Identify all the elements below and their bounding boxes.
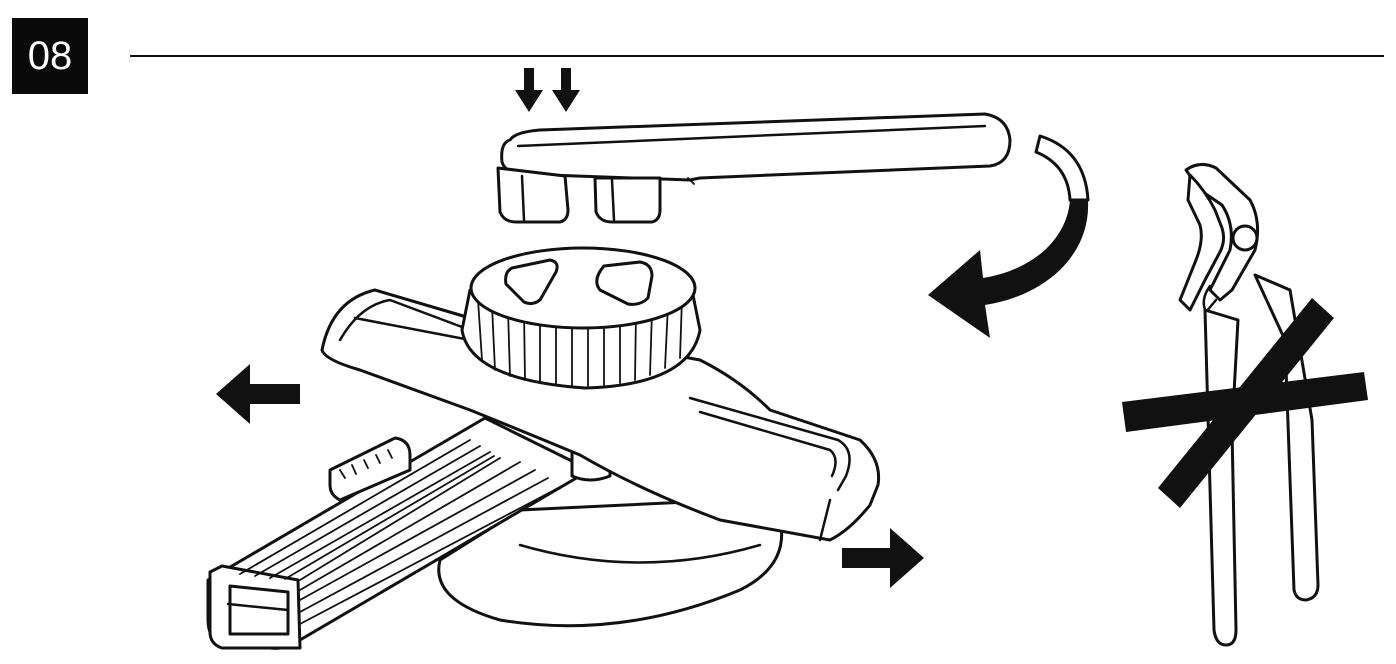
left-arrow-icon	[216, 364, 300, 424]
clamp-assembly	[206, 246, 881, 650]
step-number-badge: 08	[12, 18, 88, 94]
header-divider	[130, 55, 1384, 57]
cross-out-icon	[1122, 298, 1368, 508]
lever-handle	[496, 112, 1012, 224]
rotate-counterclockwise-arrow-icon	[928, 134, 1090, 338]
double-down-arrow-icon	[515, 68, 580, 112]
right-arrow-icon	[842, 528, 924, 588]
pliers-illustration	[1178, 163, 1320, 647]
